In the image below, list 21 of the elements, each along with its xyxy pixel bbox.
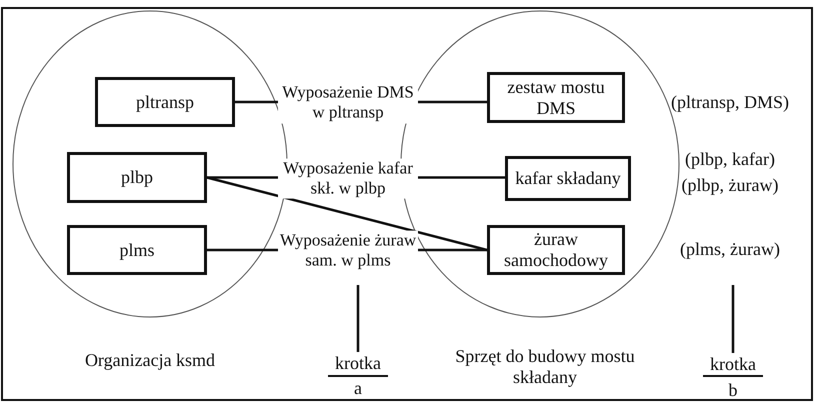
tuple-label: (plbp, kafar): [684, 149, 776, 170]
tuple-label: (plms, żuraw): [679, 239, 781, 260]
tuple-label: (pltransp, DMS): [670, 92, 790, 113]
entity-box: kafar składany: [505, 156, 631, 201]
entity-box: pltransp: [95, 77, 235, 127]
entity-box: plbp: [67, 152, 207, 203]
leader-line: [732, 285, 734, 353]
entity-box: plms: [67, 225, 207, 275]
leader-line: [356, 285, 360, 352]
tuple-word: krotka: [330, 352, 386, 374]
entity-box: zestaw mostu DMS: [487, 72, 625, 123]
set-name: Organizacja ksmd: [84, 350, 216, 371]
tuple-word: krotka: [705, 353, 761, 375]
entity-box: żuraw samochodowy: [487, 225, 625, 275]
fraction-text: a: [353, 378, 363, 399]
fraction-text: b: [728, 380, 738, 401]
edge-label: Wyposażenie kafar skł. w plbp: [278, 158, 418, 199]
connector-line: [206, 176, 488, 252]
edge-label: Wyposażenie żuraw sam. w plms: [278, 230, 418, 272]
set-name: Sprzęt do budowy mostu składany: [454, 346, 636, 388]
tuple-label: (plbp, żuraw): [680, 175, 780, 196]
